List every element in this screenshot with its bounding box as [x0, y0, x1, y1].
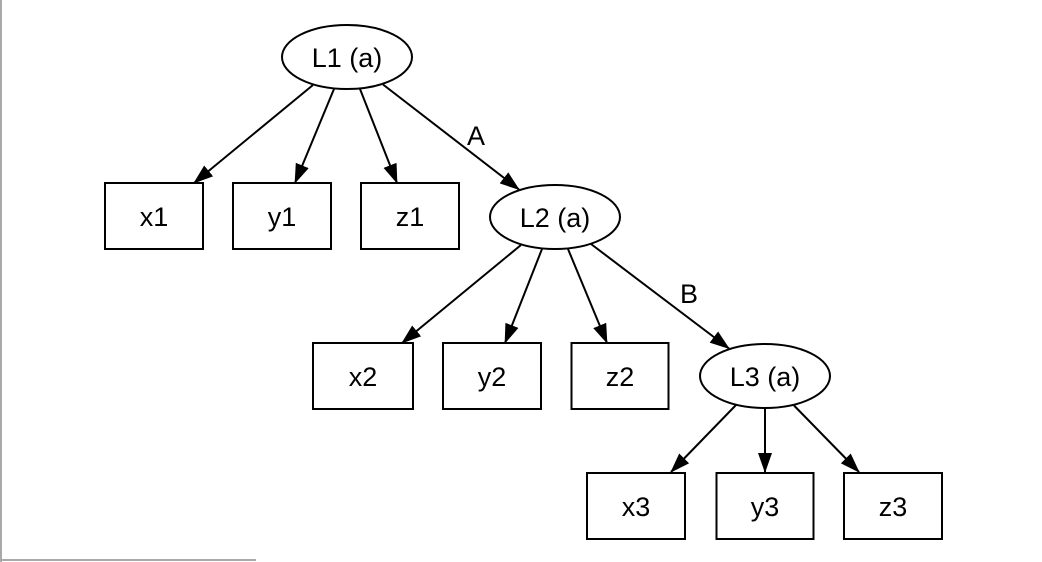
- node-label-y2: y2: [478, 362, 507, 392]
- edge-L2-L3: [590, 243, 730, 350]
- node-ellipse-L3: [699, 343, 831, 409]
- edge-label-B: B: [680, 279, 698, 309]
- node-label-L1: L1 (a): [312, 43, 383, 73]
- node-label-z1: z1: [396, 202, 425, 232]
- edge-L2-x2: [401, 244, 522, 344]
- node-label-x2: x2: [349, 362, 378, 392]
- node-box-y2: [442, 342, 542, 410]
- node-label-z2: z2: [606, 362, 635, 392]
- edge-label-A: A: [467, 121, 485, 151]
- edge-L3-x3: [670, 404, 737, 473]
- node-label-L2: L2 (a): [520, 203, 591, 233]
- edge-L1-y1: [294, 88, 335, 184]
- edge-L2-z2: [567, 248, 608, 344]
- node-label-z3: z3: [879, 492, 908, 522]
- edge-L3-z3: [793, 404, 860, 473]
- node-box-z2: [570, 342, 670, 410]
- node-box-x3: [586, 472, 686, 540]
- edge-L2-y2: [504, 248, 543, 344]
- window-border-bottom: [0, 559, 256, 561]
- node-box-z1: [360, 182, 460, 250]
- node-ellipse-L2: [489, 184, 621, 250]
- node-box-x2: [312, 342, 414, 410]
- node-label-y1: y1: [268, 202, 297, 232]
- edge-L1-L2: [382, 83, 520, 191]
- edge-L1-z1: [359, 88, 398, 184]
- window-border-left: [0, 0, 2, 562]
- node-box-z3: [843, 472, 943, 540]
- node-label-x3: x3: [622, 492, 651, 522]
- node-box-x1: [104, 182, 204, 250]
- node-label-L3: L3 (a): [730, 362, 801, 392]
- edges-layer: AB: [193, 83, 860, 473]
- node-ellipse-L1: [281, 24, 413, 90]
- node-box-y3: [715, 472, 815, 540]
- node-box-y1: [232, 182, 332, 250]
- node-label-y3: y3: [751, 492, 780, 522]
- edge-L1-x1: [193, 84, 314, 184]
- node-label-x1: x1: [140, 202, 169, 232]
- nodes-layer: L1 (a) L2 (a) L3 (a) x1 y1 z1 x2 y2 z2 x3 y3 z3: [104, 24, 943, 540]
